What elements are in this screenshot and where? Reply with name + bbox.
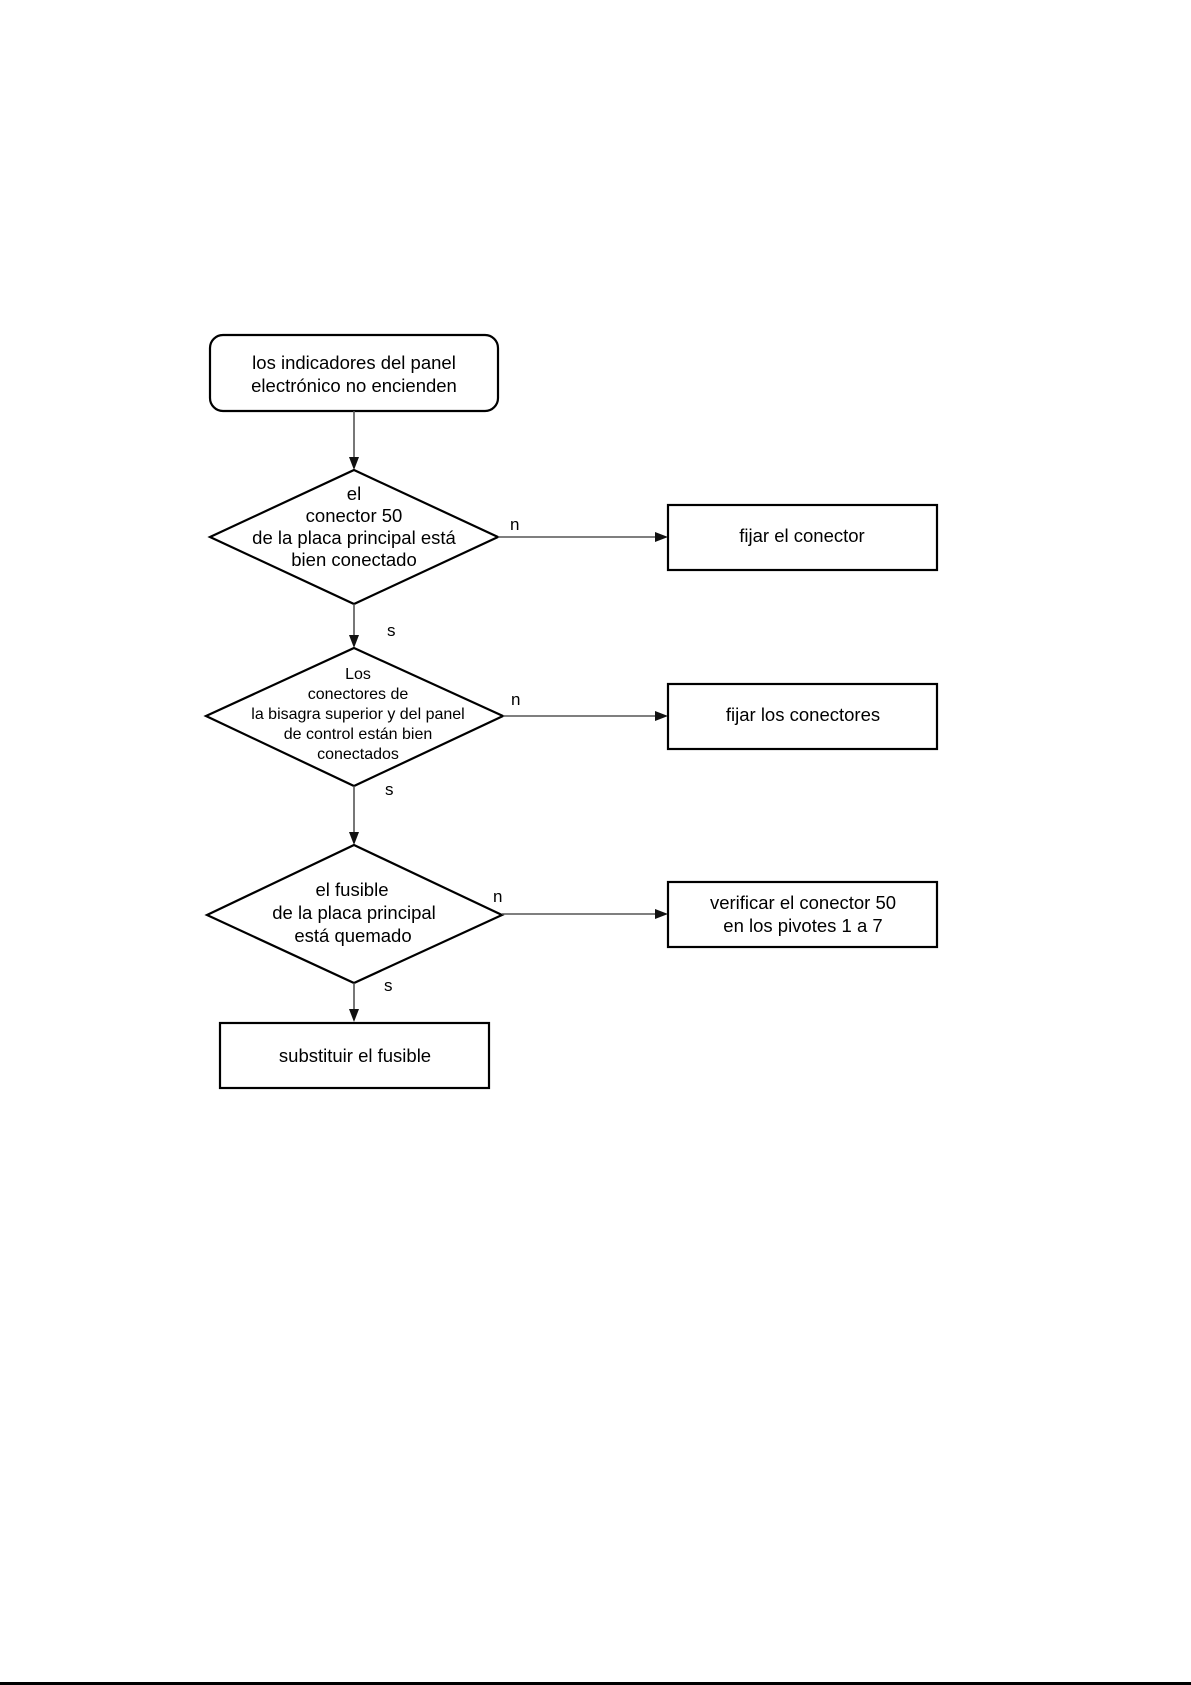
decision-1-text-line-2: conector 50	[306, 505, 403, 526]
arrowhead-end	[349, 1009, 359, 1022]
arrowhead-decision-3	[349, 832, 359, 845]
arrowhead-decision-2	[349, 635, 359, 648]
action-3-text-line-2: en los pivotes 1 a 7	[723, 915, 882, 936]
page-bottom-rule	[0, 1682, 1191, 1685]
decision-2-no-label: n	[511, 690, 520, 709]
start-text-line-2: electrónico no encienden	[251, 375, 457, 396]
decision-2-text-line-3: la bisagra superior y del panel	[251, 706, 464, 723]
decision-3-yes-label: s	[384, 976, 393, 995]
decision-2-yes-label: s	[385, 780, 394, 799]
decision-1-no-label: n	[510, 515, 519, 534]
decision-1-text-line-3: de la placa principal está	[252, 527, 456, 548]
start-terminator	[208, 333, 500, 413]
start-text-line-1: los indicadores del panel	[252, 352, 456, 373]
action-2-box	[666, 682, 939, 751]
arrowhead-action-2	[655, 711, 668, 721]
decision-2-text-line-4: de control están bien	[284, 726, 433, 743]
end-text: substituir el fusible	[279, 1045, 431, 1066]
arrowhead-action-1	[655, 532, 668, 542]
decision-1-yes-label: s	[387, 621, 396, 640]
decision-1-text-line-1: el	[347, 483, 361, 504]
decision-2-text-line-5: conectados	[317, 746, 399, 763]
decision-2-text-line-1: Los	[345, 666, 371, 683]
action-1-text: fijar el conector	[739, 525, 864, 546]
arrowhead-decision-1	[349, 457, 359, 470]
end-box	[218, 1021, 491, 1090]
action-2-text: fijar los conectores	[726, 704, 880, 725]
decision-2-text-line-2: conectores de	[308, 686, 409, 703]
action-3-box	[666, 880, 939, 949]
action-3-text-line-1: verificar el conector 50	[710, 892, 896, 913]
decision-3-no-label: n	[493, 887, 502, 906]
decision-3-text-line-3: está quemado	[294, 925, 411, 946]
decision-3-text-line-1: el fusible	[315, 879, 388, 900]
action-1-box	[666, 503, 939, 572]
arrowhead-action-3	[655, 909, 668, 919]
decision-3-text-line-2: de la placa principal	[272, 902, 436, 923]
decision-1-text-line-4: bien conectado	[291, 549, 417, 570]
